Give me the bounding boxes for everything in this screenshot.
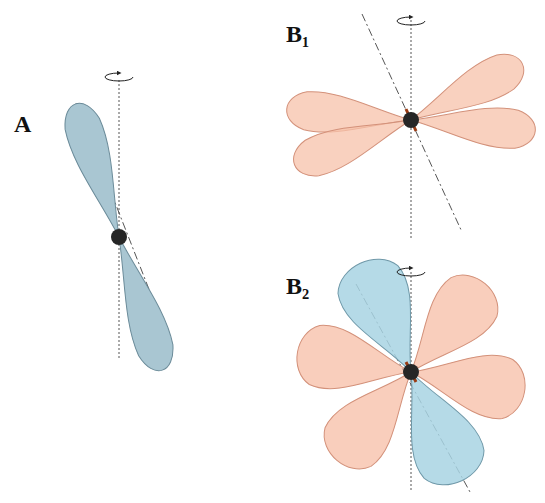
panel-b1 [285,14,537,240]
panel-label: A [14,112,31,136]
panel-label: B₂ [286,274,309,298]
panel-a [58,73,180,376]
panel-b2 [292,249,530,496]
panel-label: B₁ [286,22,309,46]
